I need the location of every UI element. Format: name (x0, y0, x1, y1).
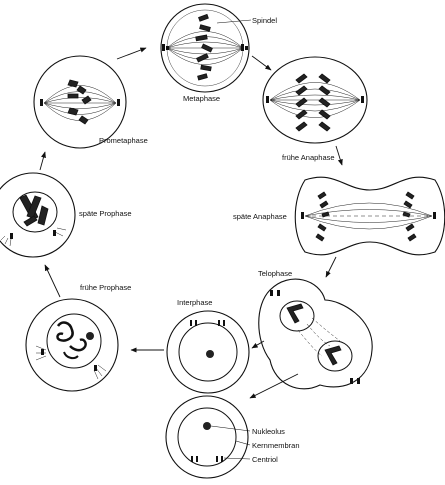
arrow-fruehe-to-spaete-prophase (44, 264, 61, 298)
label-spindel: Spindel (252, 16, 277, 25)
metaphase-spindle (166, 31, 244, 65)
fruehe-anaphase-spindle (269, 82, 361, 118)
spindel-leader-line (216, 19, 252, 24)
cycle-arrows (39, 47, 343, 399)
fruehe-prophase-cell: frühe Prophase (25, 283, 131, 392)
interphase-nukleolus (206, 350, 214, 358)
label-spaete-prophase: späte Prophase (79, 209, 132, 218)
arrow-spaete-anaphase-to-telophase (325, 256, 337, 278)
metaphase-chromosomes (195, 13, 213, 81)
label-metaphase: Metaphase (183, 94, 220, 103)
arrow-prometaphase-to-metaphase (116, 47, 147, 60)
metaphase-cell: Spindel Metaphase (160, 3, 277, 103)
telophase-cell: Telophase (258, 269, 373, 390)
label-prometaphase: Prometaphase (99, 136, 148, 145)
label-fruehe-prophase: frühe Prophase (80, 283, 131, 292)
arrow-fruehe-to-spaete-anaphase (335, 145, 343, 166)
label-spaete-anaphase: späte Anaphase (233, 212, 287, 221)
label-kernmembran: Kernmembran (252, 441, 300, 450)
spaete-anaphase-chromosomes-right (402, 191, 417, 242)
label-telophase: Telophase (258, 269, 292, 278)
arrow-spaete-prophase-to-prometaphase (39, 151, 46, 171)
label-nukleolus: Nukleolus (252, 427, 285, 436)
daughter-cell: Nukleolus Kernmembran Centriol (165, 395, 300, 479)
fruehe-prophase-chromatin (56, 321, 74, 342)
prometaphase-chromosomes (67, 79, 92, 125)
label-centriol: Centriol (252, 455, 278, 464)
centriol-right (241, 44, 248, 51)
arrow-telophase-to-daughter-cell (249, 373, 299, 399)
prometaphase-cell: Prometaphase (33, 55, 148, 149)
arrow-telophase-to-interphase (251, 340, 265, 349)
spaete-anaphase-cell: späte Anaphase (233, 176, 445, 256)
fruehe-anaphase-cell: frühe Anaphase (262, 56, 368, 162)
label-fruehe-anaphase: frühe Anaphase (282, 153, 335, 162)
spaete-prophase-cell: späte Prophase (0, 172, 132, 258)
daughter-nukleolus (203, 422, 211, 430)
centriol-left (162, 44, 169, 51)
fruehe-anaphase-chromosomes (295, 73, 331, 132)
label-interphase: Interphase (177, 298, 212, 307)
spaete-anaphase-chromosomes-left (315, 191, 330, 242)
arrow-metaphase-to-fruehe-anaphase (251, 55, 272, 71)
interphase-cell: Interphase (166, 298, 250, 394)
